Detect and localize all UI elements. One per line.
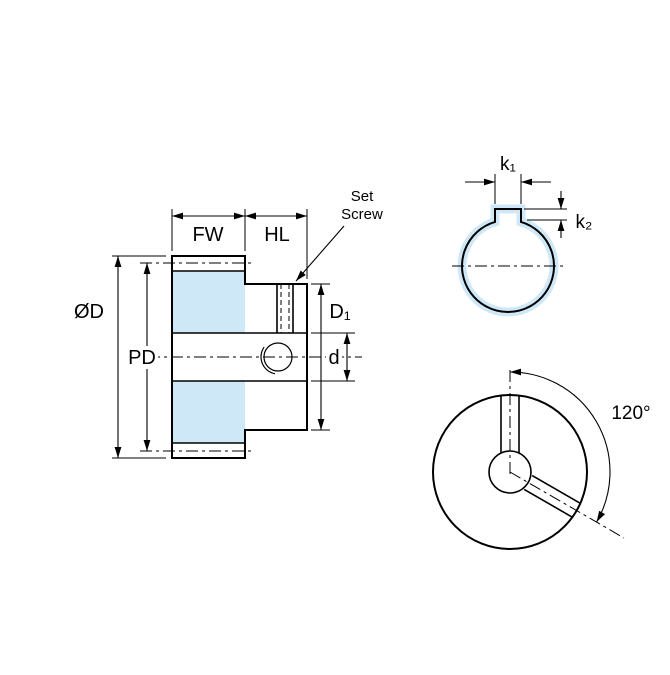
k1-label: k₁ (500, 154, 516, 175)
angle-label: 120° (611, 403, 650, 424)
dimension-pd: PD (126, 263, 158, 451)
set-screw-thread-arc (260, 346, 276, 375)
d-label: d (328, 347, 339, 369)
gear-body-lower-highlight (172, 381, 245, 443)
set-screw-label-line1: Set (351, 188, 374, 205)
front-view: 120° (432, 368, 651, 550)
bore-with-keyway-outline (461, 208, 555, 313)
od-label: ØD (74, 301, 104, 323)
dimension-k1: k₁ (465, 154, 551, 204)
set-screw-callout: Set Screw (295, 188, 383, 282)
dimension-fw: FW (171, 209, 246, 251)
d1-label: D₁ (329, 301, 350, 323)
dimension-od: ØD (74, 255, 166, 459)
hl-label: HL (264, 224, 290, 246)
dimension-angle-120: 120° (509, 368, 651, 523)
dimension-d: d (311, 332, 355, 382)
k2-label: k₂ (576, 212, 593, 233)
set-screw-hole (260, 284, 294, 375)
dimension-d1: D₁ (311, 283, 351, 431)
set-screw-hole-circle (263, 342, 293, 372)
keyway-highlight (457, 204, 559, 317)
fw-label: FW (192, 224, 223, 246)
dimension-hl: HL (245, 209, 308, 279)
side-view-dimensions: FW HL Set Screw ØD PD (74, 188, 383, 459)
pd-label: PD (128, 347, 156, 369)
dimension-k2: k₂ (524, 191, 592, 238)
front-angled-centerline (509, 471, 625, 539)
keyway-detail-view: k₁ k₂ (452, 154, 592, 317)
gear-outline (171, 255, 308, 459)
side-view (140, 255, 362, 459)
set-screw-label-line2: Screw (341, 206, 383, 223)
gear-body-upper-highlight (172, 271, 245, 333)
